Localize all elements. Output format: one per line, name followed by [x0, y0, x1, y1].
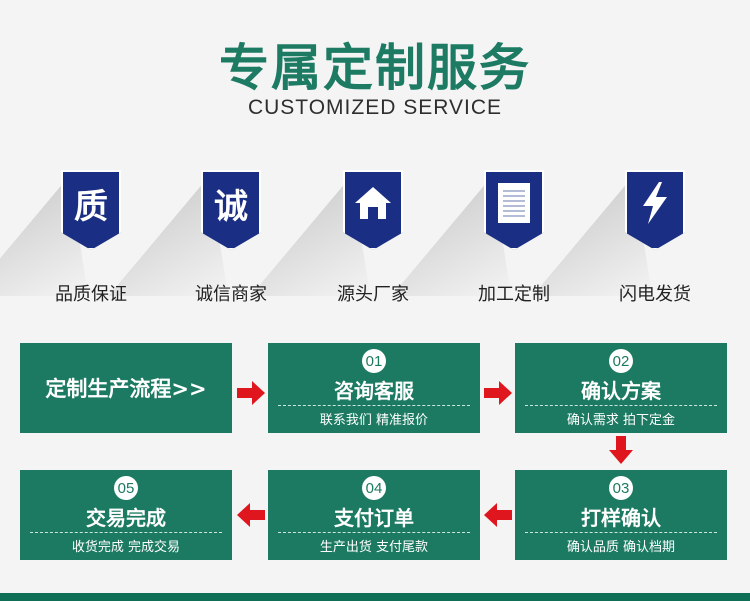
step-subtitle: 确认需求 拍下定金 [566, 413, 676, 428]
step-divider [525, 532, 717, 533]
trust-badge-char: 诚 [214, 186, 248, 227]
feature-shipping: 闪电发货 [585, 170, 725, 310]
feature-label-custom: 加工定制 [478, 284, 550, 305]
page-subtitle: CUSTOMIZED SERVICE [247, 96, 503, 119]
arrow-left-icon [237, 503, 265, 527]
feature-label-shipping: 闪电发货 [619, 284, 691, 305]
feature-factory: 源头厂家 [303, 170, 443, 310]
house-icon-svg [355, 187, 391, 219]
step-number: 04 [362, 476, 386, 500]
process-step-01: 01 咨询客服 联系我们 精准报价 [268, 343, 480, 433]
feature-label-trust: 诚信商家 [195, 284, 267, 305]
quality-badge-icon: 质 [61, 170, 121, 250]
step-title: 打样确认 [581, 506, 661, 530]
step-subtitle: 联系我们 精准报价 [319, 413, 429, 428]
step-number: 03 [609, 476, 633, 500]
step-title: 交易完成 [86, 506, 166, 530]
trust-badge-icon: 诚 [201, 170, 261, 250]
step-title: 确认方案 [581, 379, 661, 403]
process-step-03: 03 打样确认 确认品质 确认档期 [515, 470, 727, 560]
step-subtitle: 确认品质 确认档期 [566, 540, 676, 555]
document-icon [484, 170, 544, 250]
step-number: 01 [362, 349, 386, 373]
bottom-bar [0, 593, 750, 601]
step-divider [278, 532, 470, 533]
step-divider [525, 405, 717, 406]
feature-label-factory: 源头厂家 [337, 284, 409, 305]
quality-badge-char: 质 [74, 186, 108, 227]
arrow-right-icon [484, 381, 512, 405]
arrow-left-icon [484, 503, 512, 527]
lightning-icon-svg [643, 182, 667, 224]
lightning-icon [625, 170, 685, 250]
step-subtitle: 收货完成 完成交易 [71, 540, 181, 555]
process-step-04: 04 支付订单 生产出货 支付尾款 [268, 470, 480, 560]
page-title: 专属定制服务 [219, 39, 531, 97]
step-title: 咨询客服 [334, 379, 414, 403]
arrow-right-icon [237, 381, 265, 405]
house-icon [343, 170, 403, 250]
arrow-down-icon [609, 436, 633, 464]
process-start-box: 定制生产流程>> [20, 343, 232, 433]
process-step-05: 05 交易完成 收货完成 完成交易 [20, 470, 232, 560]
step-divider [278, 405, 470, 406]
document-icon-svg [498, 183, 530, 223]
step-title: 支付订单 [334, 506, 414, 530]
step-subtitle: 生产出货 支付尾款 [319, 540, 429, 555]
step-number: 05 [114, 476, 138, 500]
process-start-label: 定制生产流程>> [45, 377, 207, 401]
step-number: 02 [609, 349, 633, 373]
process-step-02: 02 确认方案 确认需求 拍下定金 [515, 343, 727, 433]
feature-label-quality: 品质保证 [55, 284, 127, 305]
feature-custom: 加工定制 [444, 170, 584, 310]
feature-trust: 诚 诚信商家 [161, 170, 301, 310]
step-divider [30, 532, 222, 533]
feature-quality: 质 品质保证 [21, 170, 161, 310]
